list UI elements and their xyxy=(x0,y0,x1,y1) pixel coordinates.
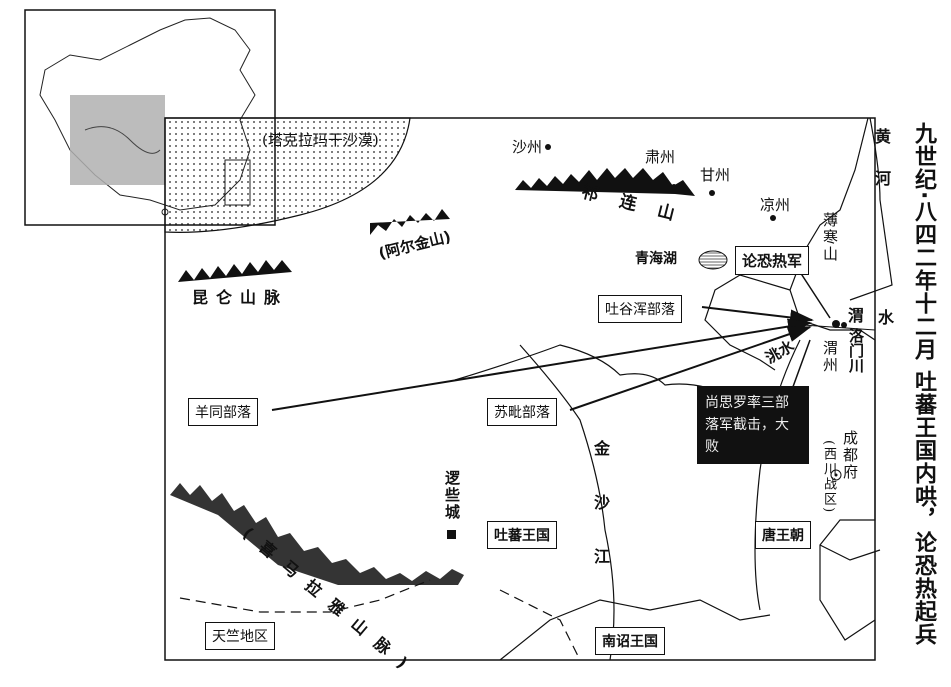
attack-arrows xyxy=(271,306,814,411)
city-markers xyxy=(447,144,847,539)
label-bohanshan: 薄寒山 xyxy=(821,212,839,263)
label-xichuan: (西川战区) xyxy=(821,440,836,515)
box-lun-army: 论恐热军 xyxy=(735,246,810,275)
box-tubo: 吐蕃王国 xyxy=(487,521,557,549)
highlight-region xyxy=(70,95,165,185)
label-luomenchuan: 洛门川 xyxy=(847,328,865,373)
label-ganzhou: 甘州 xyxy=(700,166,731,184)
box-tianzhu: 天竺地区 xyxy=(205,622,275,650)
label-lhasa: 逻些城 xyxy=(443,470,461,521)
label-weizhou: 渭州 xyxy=(821,340,839,374)
label-suzhou: 肃州 xyxy=(645,148,676,166)
label-wei-a: 渭 xyxy=(848,306,865,325)
label-shazhou: 沙州 xyxy=(512,138,543,156)
mountain-ranges xyxy=(170,168,695,585)
box-tang: 唐王朝 xyxy=(755,521,811,549)
qinghai-lake-shape xyxy=(698,250,728,270)
map-title: 九世纪·八四二年十二月 吐蕃王国内哄，论恐热起兵 xyxy=(911,122,936,647)
borders-rivers xyxy=(179,117,893,661)
box-supi: 苏毗部落 xyxy=(487,398,557,426)
battle-note: 尚思罗率三部落军截击，大败 xyxy=(697,386,809,464)
desert-area xyxy=(164,117,411,233)
box-nanzhao: 南诏王国 xyxy=(595,627,665,655)
label-desert: (塔克拉玛干沙漠) xyxy=(262,131,379,149)
label-liangzhou: 凉州 xyxy=(760,196,791,214)
box-tuyuhun: 吐谷浑部落 xyxy=(598,295,682,323)
label-huanghe: 黄河 xyxy=(872,128,891,212)
label-chengdu: 成都府 xyxy=(841,430,859,481)
label-jinsha: 金沙江 xyxy=(591,440,610,602)
pointer-lines xyxy=(789,271,831,396)
label-kunlun: 昆仑山脉 xyxy=(192,288,289,307)
box-yangtong: 羊同部落 xyxy=(188,398,258,426)
label-wei-b: 水 xyxy=(878,308,895,327)
label-qinghai-lake: 青海湖 xyxy=(635,251,677,267)
